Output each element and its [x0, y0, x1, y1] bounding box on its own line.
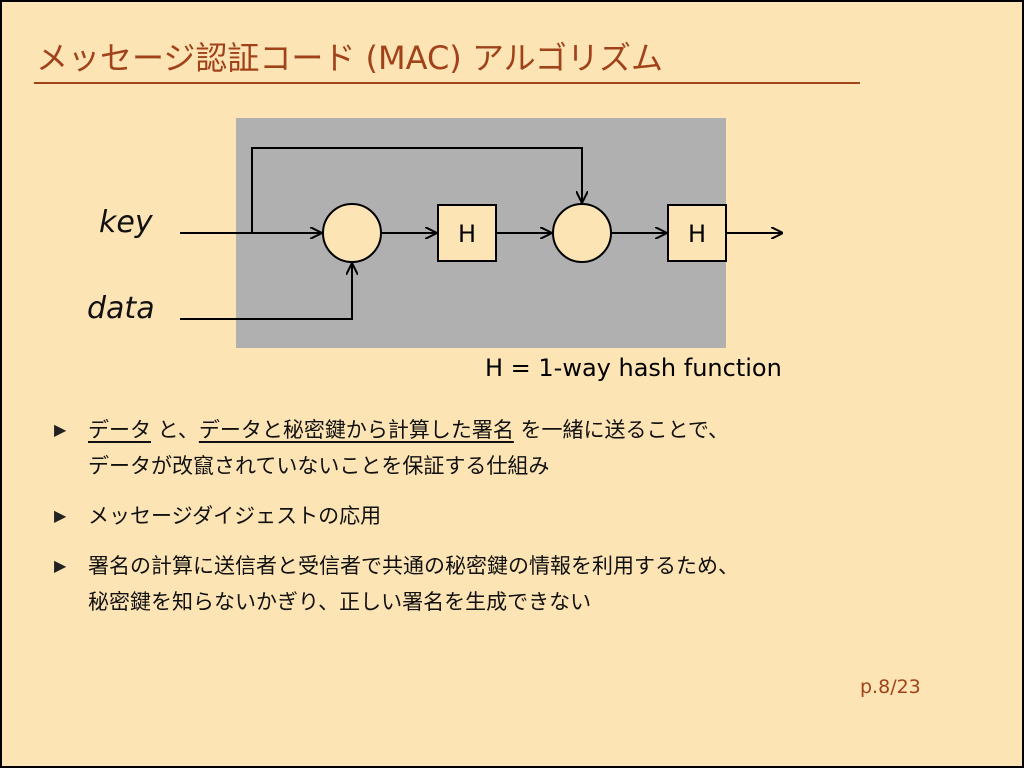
triangle-bullet-icon: ▶	[54, 420, 67, 439]
bullet-text: 秘密鍵を知らないかぎり、正しい署名を生成できない	[88, 590, 592, 614]
key-label: key	[99, 205, 154, 240]
data-label: data	[87, 291, 155, 326]
hash-box-1-label: H	[458, 220, 476, 248]
combine-node-2	[552, 203, 612, 263]
bullet-item-1: ▶ データ と、データと秘密鍵から計算した署名 を一緒に送ることで、 データが改…	[54, 412, 914, 484]
combine-node-1	[322, 203, 382, 263]
underlined-data-term: データ	[88, 418, 151, 442]
hash-box-2-label: H	[688, 220, 706, 248]
slide-title: メッセージ認証コード (MAC) アルゴリズム	[36, 39, 663, 77]
key-bypass-arrow	[251, 147, 582, 233]
bullet-text: メッセージダイジェストの応用	[88, 504, 382, 528]
diagram-caption: H = 1-way hash function	[485, 354, 782, 382]
bullet-text: データが改竄されていないことを保証する仕組み	[88, 454, 550, 478]
triangle-bullet-icon: ▶	[54, 506, 67, 525]
bullet-item-3: ▶ 署名の計算に送信者と受信者で共通の秘密鍵の情報を利用するため、 秘密鍵を知ら…	[54, 548, 914, 620]
bullet-list: ▶ データ と、データと秘密鍵から計算した署名 を一緒に送ることで、 データが改…	[54, 412, 914, 634]
title-underline	[34, 82, 860, 84]
hash-box-2	[667, 204, 727, 262]
bullet-text: を一緒に送ることで、	[513, 418, 730, 442]
underlined-signature-term: データと秘密鍵から計算した署名	[198, 418, 514, 442]
bullet-text: 署名の計算に送信者と受信者で共通の秘密鍵の情報を利用するため、	[88, 554, 739, 578]
data-to-xor1-arrow	[180, 264, 352, 320]
page-number: p.8/23	[860, 676, 921, 698]
triangle-bullet-icon: ▶	[54, 556, 67, 575]
bullet-text: と、	[151, 418, 199, 442]
bullet-item-2: ▶ メッセージダイジェストの応用	[54, 498, 914, 534]
hash-box-1	[437, 204, 497, 262]
mac-diagram: H H key data H = 1-way hash function	[87, 118, 1024, 382]
